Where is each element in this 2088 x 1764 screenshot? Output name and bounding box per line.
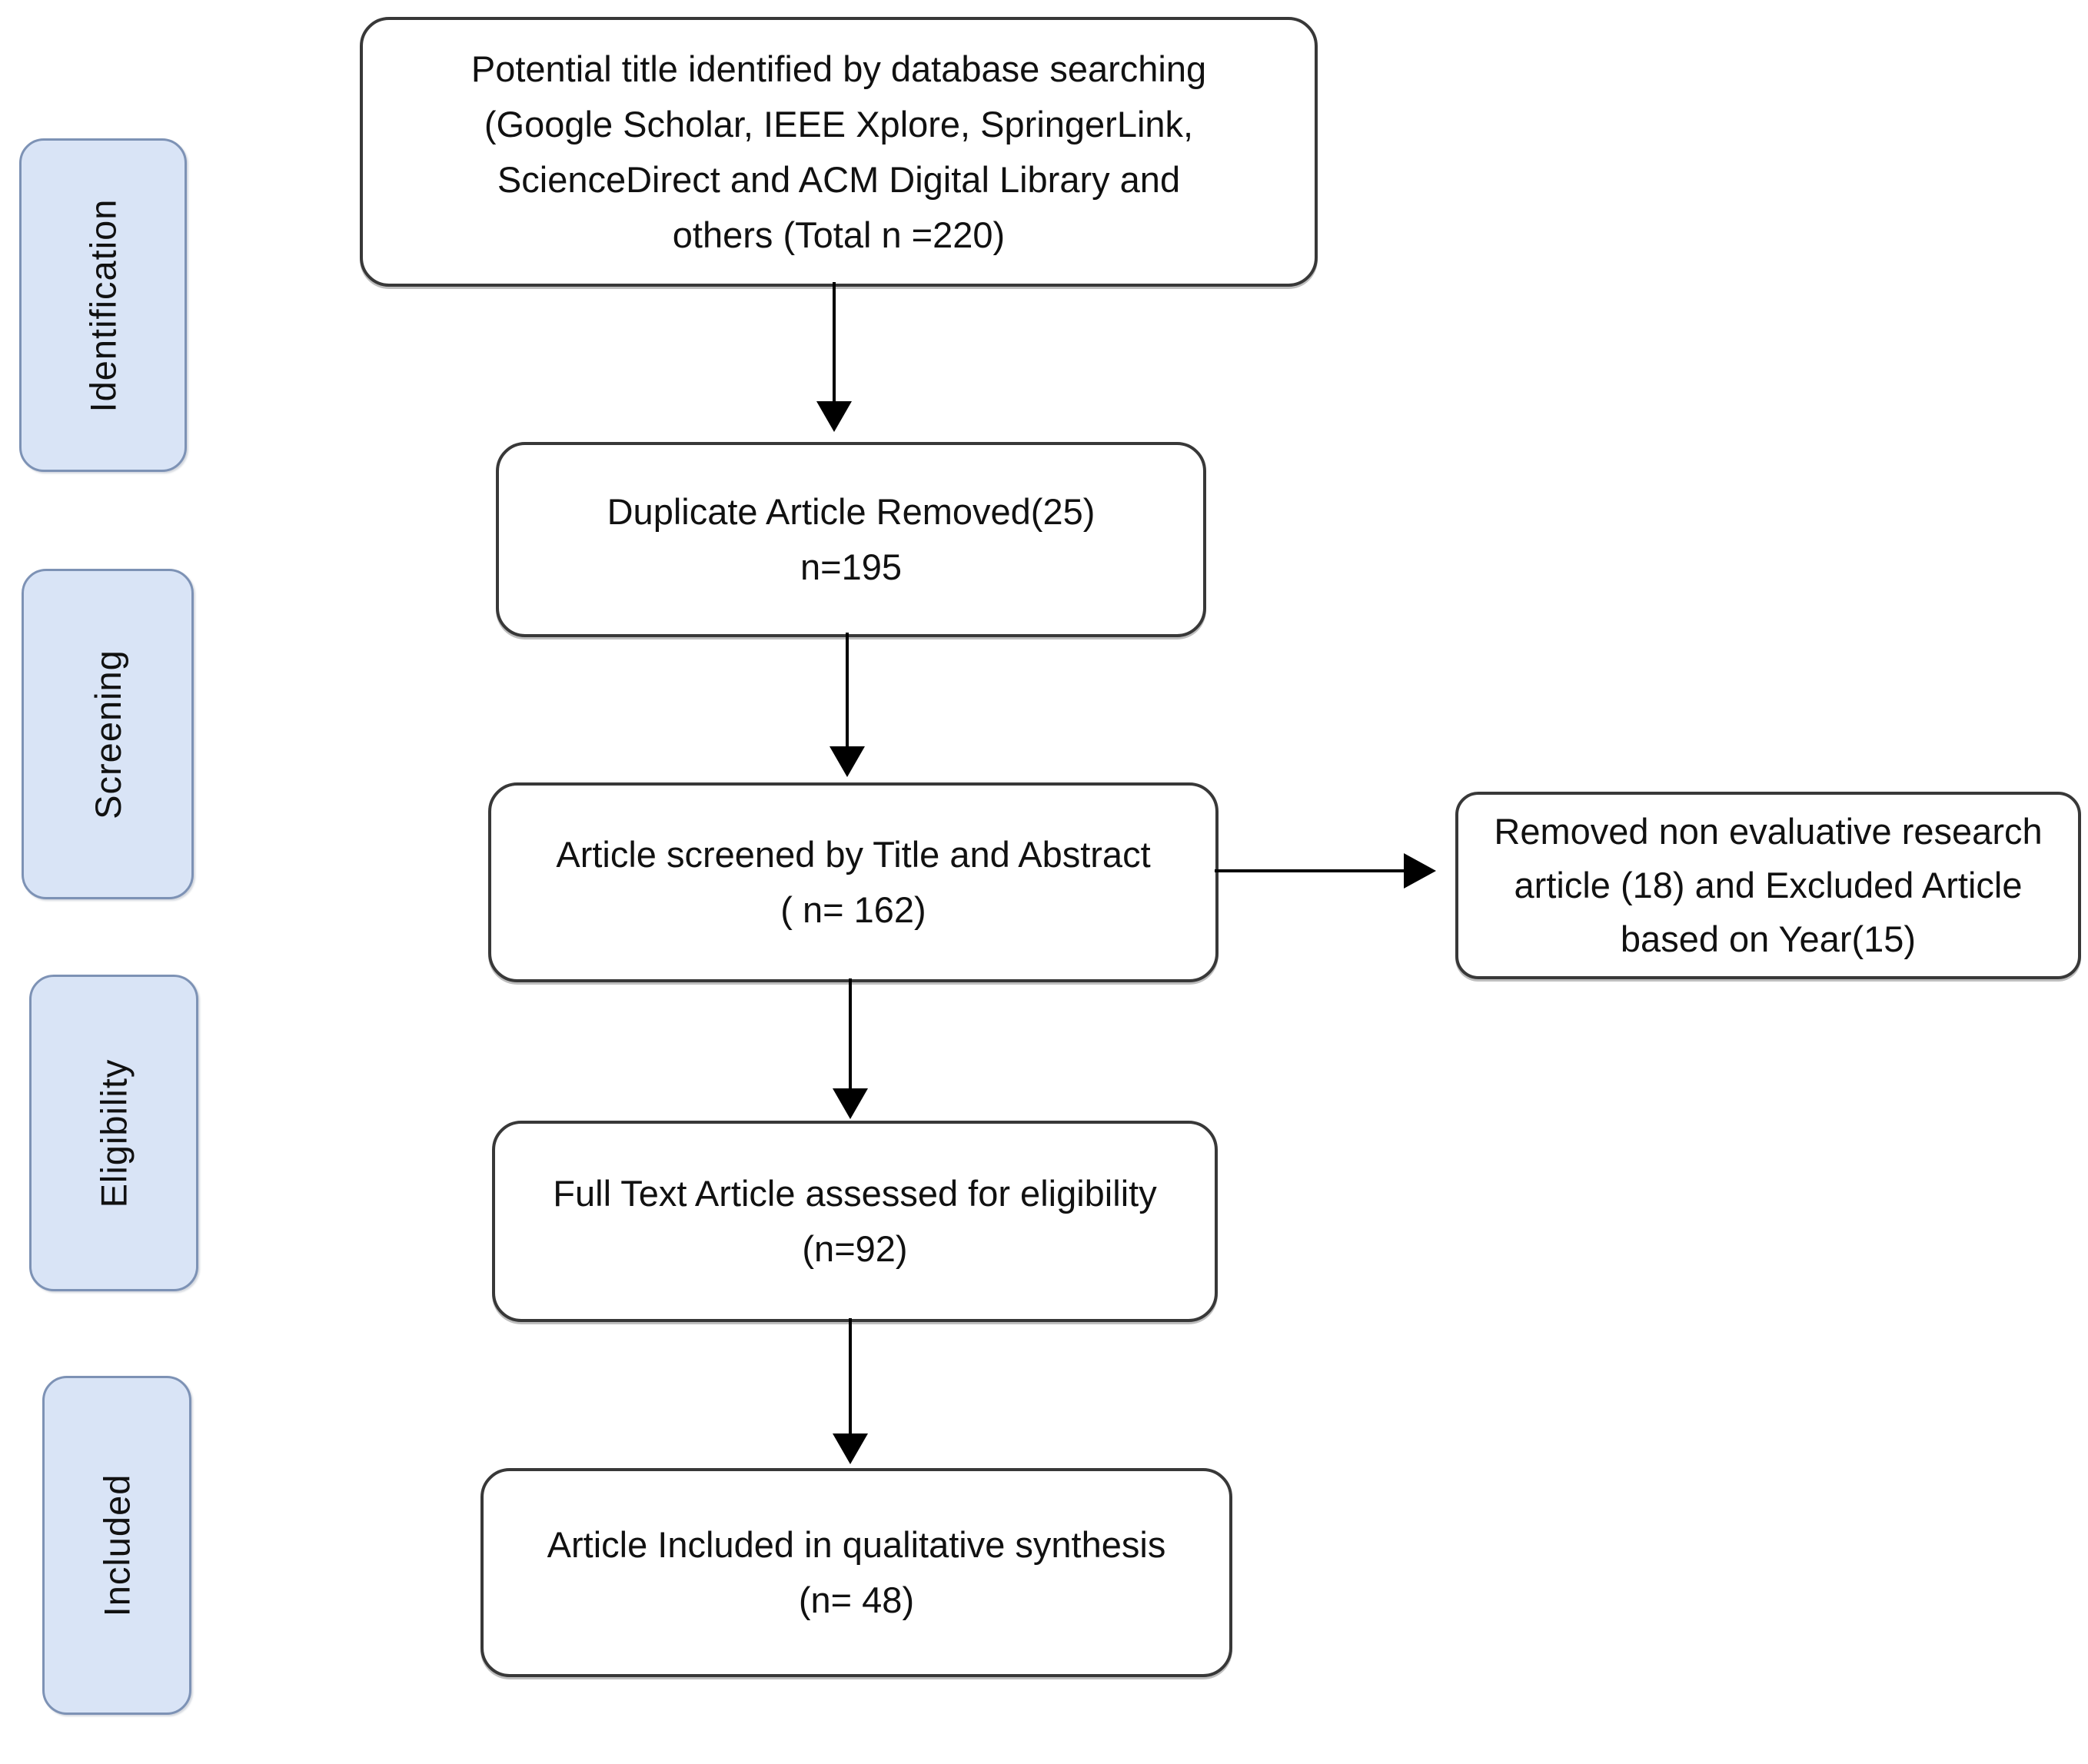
arrowhead-down-icon [816,401,852,432]
flow-box-screened-line: Article screened by Title and Abstract [556,834,1151,875]
flow-box-identified: Potential title identified by database s… [360,17,1318,287]
flow-box-excluded: Removed non evaluative research article … [1455,792,2081,979]
stage-label-eligibility: Eligibility [29,975,198,1291]
flow-box-excluded-line: article (18) and Excluded Article [1514,865,2023,905]
arrow-line [846,633,849,748]
flow-box-screened-line: ( n= 162) [780,889,926,930]
flow-box-duplicates-removed: Duplicate Article Removed(25) n=195 [496,442,1206,637]
flow-box-identified-line: others (Total n =220) [672,214,1006,255]
flow-box-included-line: (n= 48) [798,1580,915,1620]
flow-box-identified-line: ScienceDirect and ACM Digital Library an… [497,158,1181,200]
flow-box-duplicates-removed-line: Duplicate Article Removed(25) [607,491,1096,532]
flow-box-identified-line: Potential title identified by database s… [470,48,1207,89]
arrowhead-down-icon [830,746,865,777]
flow-box-fulltext-line: (n=92) [802,1228,908,1269]
arrow-line [849,978,852,1090]
stage-label-screening: Screening [22,569,194,899]
flow-box-included: Article Included in qualitative synthesi… [480,1468,1232,1677]
flow-box-screened: Article screened by Title and Abstract (… [488,782,1219,982]
stage-label-identification: Identification [19,138,187,472]
arrow-line [849,1318,852,1435]
flow-box-identified-line: (Google Scholar, IEEE Xplore, SpringerLi… [484,103,1194,145]
flow-box-fulltext: Full Text Article assessed for eligibili… [492,1121,1218,1322]
flow-box-excluded-line: based on Year(15) [1620,919,1917,959]
flow-box-excluded-line: Removed non evaluative research [1494,811,2043,852]
stage-label-included-text: Included [96,1473,138,1617]
stage-label-screening-text: Screening [87,649,128,819]
flow-box-included-line: Article Included in qualitative synthesi… [547,1524,1166,1565]
arrow-line [1215,869,1405,872]
arrowhead-right-icon [1404,853,1436,889]
stage-label-eligibility-text: Eligibility [93,1058,135,1208]
arrowhead-down-icon [833,1088,868,1119]
arrow-line [833,282,836,403]
stage-label-included: Included [42,1376,191,1715]
flow-box-fulltext-line: Full Text Article assessed for eligibili… [553,1173,1157,1214]
flow-box-duplicates-removed-line: n=195 [800,546,902,587]
stage-label-identification-text: Identification [82,198,124,412]
arrowhead-down-icon [833,1433,868,1464]
